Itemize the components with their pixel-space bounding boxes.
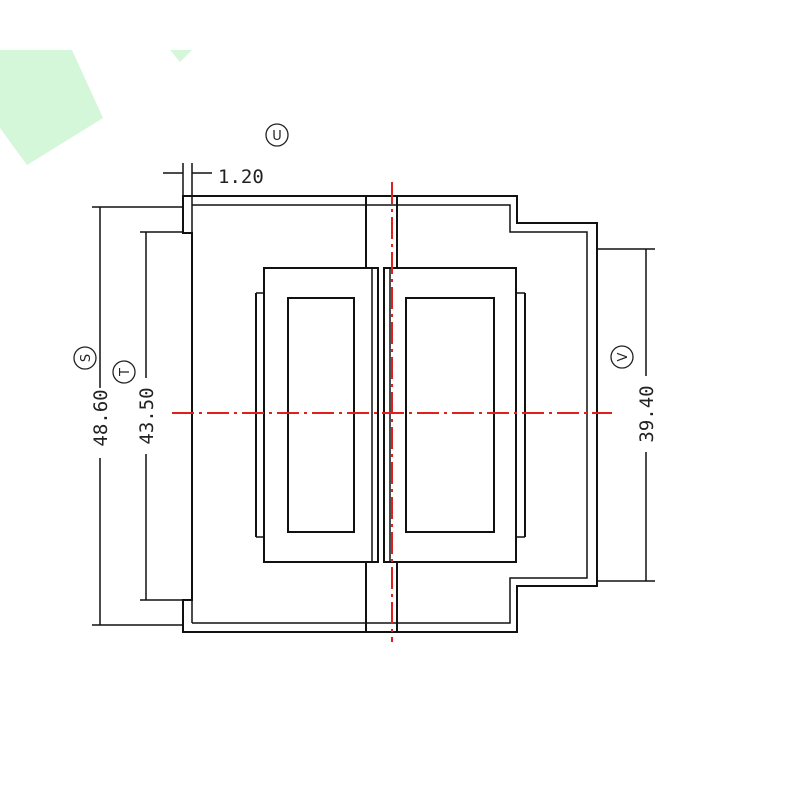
callout-label-top: U bbox=[272, 129, 282, 144]
dim-text-right-height: 39.40 bbox=[636, 385, 658, 442]
right-window bbox=[383, 267, 526, 563]
dim-text-wall-thickness: 1.20 bbox=[218, 166, 264, 188]
green-shape-small bbox=[170, 50, 192, 62]
inner-outline bbox=[192, 204, 588, 624]
green-shape-large bbox=[0, 50, 103, 165]
dim-right-height: 39.40 V bbox=[597, 248, 658, 582]
dim-inner-height: 43.50 T bbox=[112, 231, 183, 601]
callout-circle-right bbox=[610, 345, 634, 369]
dim-text-inner-height: 43.50 bbox=[136, 387, 158, 444]
callout-circle-inner bbox=[112, 360, 136, 384]
dim-text-total-height: 48.60 bbox=[90, 389, 112, 446]
center-slot bbox=[365, 196, 398, 632]
left-window-outer bbox=[263, 267, 379, 563]
body-outline bbox=[182, 195, 598, 633]
dim-total-height: 48.60 S bbox=[73, 206, 183, 626]
dim-wall-thickness: 1.20 U bbox=[163, 123, 289, 205]
center-lines bbox=[172, 182, 612, 642]
left-window-inner bbox=[287, 297, 355, 533]
callout-circle-total bbox=[73, 346, 97, 370]
left-window bbox=[255, 267, 379, 563]
corner-decoration bbox=[0, 50, 192, 165]
callout-circle-top bbox=[265, 123, 289, 147]
right-window-outer bbox=[383, 267, 517, 563]
callout-label-right: V bbox=[616, 352, 631, 361]
right-window-inner bbox=[405, 297, 495, 533]
callout-label-total: S bbox=[79, 354, 94, 362]
callout-label-inner: T bbox=[118, 368, 133, 377]
